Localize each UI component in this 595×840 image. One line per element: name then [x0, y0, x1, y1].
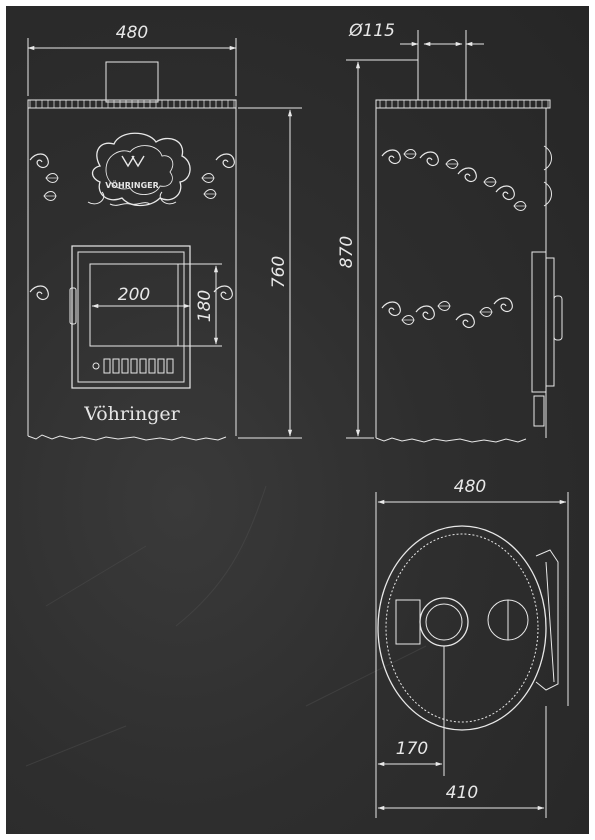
dimension-label-front-width: 480	[116, 23, 148, 43]
height-dimension-870	[346, 61, 374, 439]
dimension-label-top-depth: 410	[446, 783, 478, 803]
air-vent-slots	[92, 358, 174, 374]
dimension-label-front-height: 760	[269, 256, 289, 288]
dimension-label-flue-diameter: Ø115	[348, 21, 395, 41]
front-view	[27, 38, 237, 441]
technical-drawing: 480 Ø115 760 870 200 180 480 170 410 VÖH…	[25, 21, 569, 818]
top-view	[375, 492, 569, 818]
dimension-label-flue-offset: 170	[396, 739, 428, 759]
height-dimension-760	[238, 107, 302, 439]
side-ornament-lower	[381, 297, 513, 329]
front-emblem	[87, 132, 191, 207]
dimension-label-top-width: 480	[454, 477, 486, 497]
emblem-brand-text: VÖHRINGER	[105, 180, 159, 190]
drawing-board: 480 Ø115 760 870 200 180 480 170 410 VÖH…	[6, 6, 589, 834]
front-brand-text: Vöhringer	[83, 403, 180, 425]
dimension-label-door-width: 200	[118, 285, 150, 305]
side-ornament-upper	[381, 149, 527, 211]
dimension-label-side-height: 870	[337, 236, 357, 268]
side-view	[346, 30, 563, 443]
dimension-label-door-height: 180	[195, 290, 215, 322]
board-texture	[25, 485, 427, 767]
